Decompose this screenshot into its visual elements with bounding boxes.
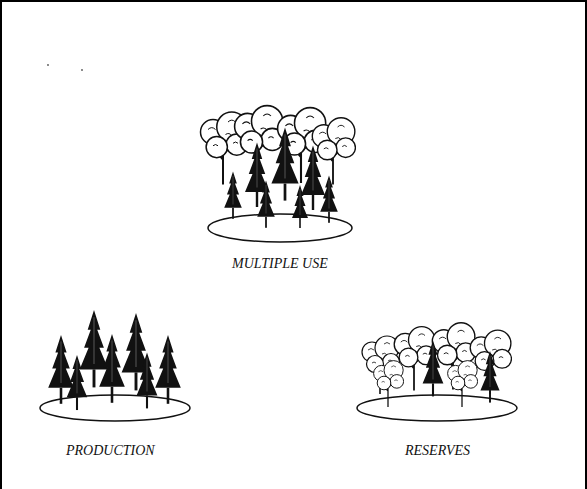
multiple-use-trees	[201, 106, 356, 242]
forest-label: MULTIPLE USE	[232, 256, 328, 273]
forest-label: PRODUCTION	[66, 443, 155, 460]
production-trees	[40, 310, 190, 421]
reserve-trees	[357, 323, 517, 421]
forest-label: RESERVES	[405, 443, 470, 460]
